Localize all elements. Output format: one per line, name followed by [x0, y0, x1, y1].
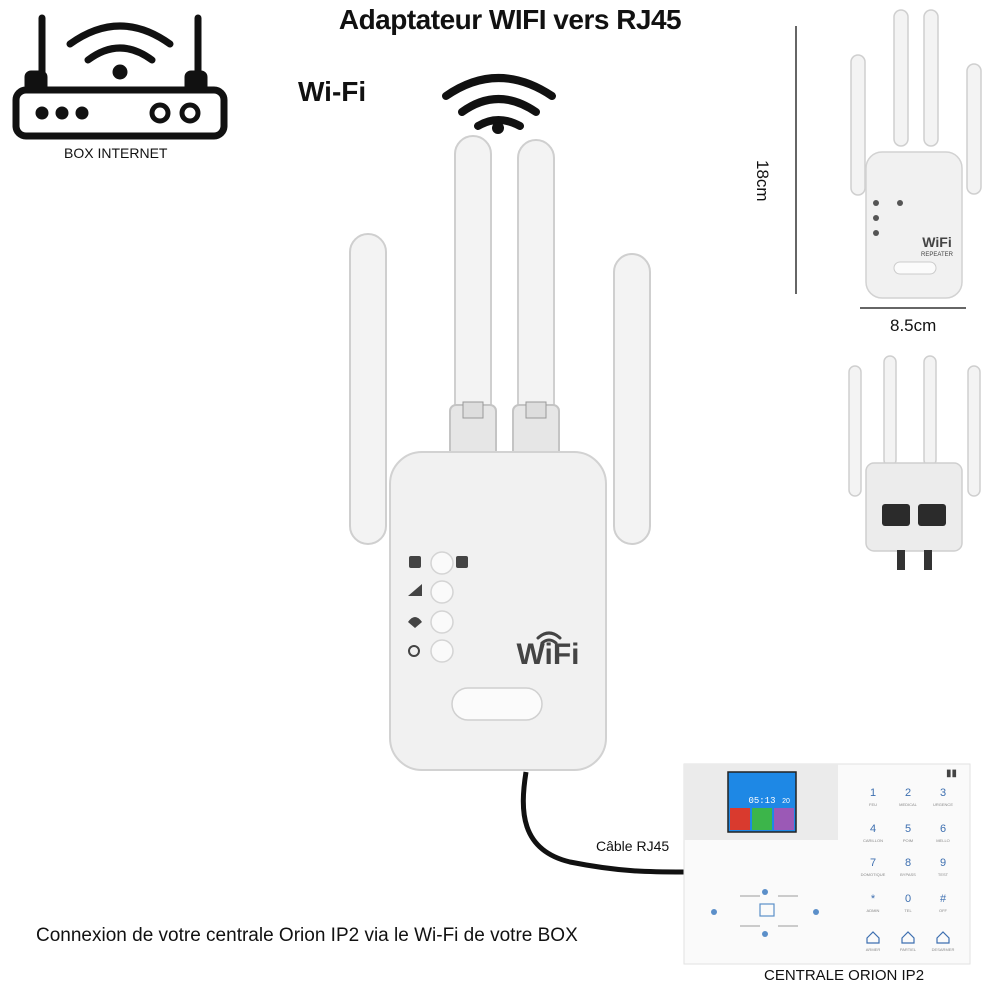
keypad-sub-3: CARILLON	[863, 838, 883, 843]
screen-time: 05:13	[748, 796, 775, 806]
wifi-label: Wi-Fi	[298, 76, 367, 107]
bottom-key-label-0: ARMER	[866, 947, 881, 952]
keypad-sub-0: FEU	[869, 802, 877, 807]
small-repeater-front: WiFi REPEATER	[850, 9, 982, 299]
home-icon	[936, 931, 950, 944]
device-logo-text: WiFi	[516, 638, 579, 671]
keypad-digit-8: 9	[940, 857, 946, 869]
small-repeater-ports	[848, 355, 981, 570]
device-wifi-icon	[536, 631, 562, 645]
router-icon	[12, 14, 228, 140]
keypad-digit-11: #	[940, 893, 947, 905]
keypad-sub-1: MEDICAL	[899, 802, 918, 807]
keypad-sub-8: TEST	[938, 872, 949, 877]
keypad-digit-3: 4	[870, 823, 876, 835]
keypad-digit-9: *	[871, 893, 876, 905]
keypad-digit-6: 7	[870, 857, 876, 869]
keypad-sub-7: BYPASS	[900, 872, 916, 877]
keypad-sub-4: POIM	[903, 838, 913, 843]
small-device-logo: WiFi	[922, 234, 951, 250]
bottom-key-label-2: DESARMER	[932, 947, 955, 952]
keypad-sub-9: ADMIN	[867, 908, 880, 913]
keypad-sub-11: OFF	[939, 908, 948, 913]
cable-label: Câble RJ45	[596, 838, 670, 854]
rj45-cable	[520, 771, 685, 875]
small-device-sub: REPEATER	[921, 252, 954, 258]
caption: Connexion de votre centrale Orion IP2 vi…	[36, 925, 578, 946]
keypad-digit-1: 2	[905, 787, 911, 799]
keypad-sub-10: TEL	[904, 908, 912, 913]
alarm-central-panel: 05:13 20 ▮▮	[683, 763, 971, 965]
keypad-digit-4: 5	[905, 823, 911, 835]
wifi-repeater-device: WiFi	[349, 135, 651, 771]
central-label: CENTRALE ORION IP2	[764, 967, 925, 984]
width-dimension-label: 8.5cm	[890, 316, 937, 335]
keypad-digit-0: 1	[870, 787, 876, 799]
keypad-sub-6: DOMOTIQUE	[861, 872, 886, 877]
keypad-digit-10: 0	[905, 893, 911, 905]
bottom-key-label-1: PARTIEL	[900, 947, 917, 952]
svg-text:▮▮: ▮▮	[946, 768, 957, 779]
home-icon	[866, 931, 880, 944]
keypad-digit-5: 6	[940, 823, 946, 835]
wifi-signal-icon	[442, 74, 556, 134]
box-internet-label: BOX INTERNET	[64, 145, 168, 161]
screen-temp: 20	[782, 798, 790, 805]
home-icon	[901, 931, 915, 944]
keypad-sub-5: MELLO	[936, 838, 950, 843]
keypad-sub-2: URGENCE	[933, 802, 953, 807]
keypad-digit-2: 3	[940, 787, 946, 799]
page-title: Adaptateur WIFI vers RJ45	[338, 4, 682, 35]
keypad-digit-7: 8	[905, 857, 911, 869]
